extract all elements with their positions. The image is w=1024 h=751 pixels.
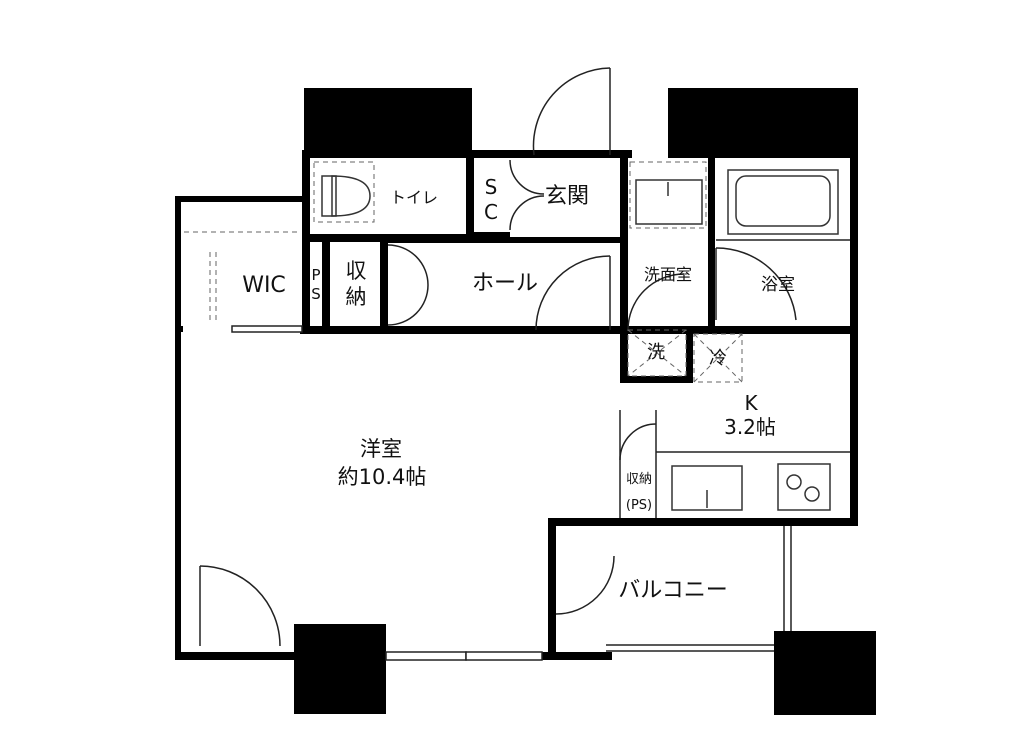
pillar-top-right: [668, 88, 858, 158]
washbasin: [629, 161, 707, 229]
label-fridge: 冷: [709, 348, 727, 369]
label-toilet: トイレ: [390, 188, 438, 207]
pillars: [294, 88, 876, 715]
fixtures: [184, 161, 850, 511]
doors: [199, 67, 797, 647]
label-western-size: 約10.4帖: [338, 465, 427, 489]
stove: [777, 463, 831, 511]
toilet-fixture: [313, 161, 375, 223]
fridge-space: [693, 333, 743, 383]
pillar-bottom-left: [294, 624, 386, 714]
label-hall: ホール: [472, 271, 538, 296]
label-ps-p: P: [311, 266, 320, 284]
label-kitchen-size: 3.2帖: [724, 415, 776, 439]
label-sc-c: C: [484, 200, 498, 224]
washer-space: [627, 329, 687, 377]
windows: [231, 325, 792, 661]
label-kitchen-storage-ps: (PS): [626, 498, 652, 513]
label-storage-1: 収: [346, 259, 367, 283]
label-balcony: バルコニー: [618, 578, 728, 603]
label-washroom: 洗面室: [644, 265, 692, 284]
room-labels: トイレ S C 玄関 洗面室 浴室 WIC P S 収 納 ホール 洗 冷 K …: [242, 175, 795, 603]
label-sc-s: S: [485, 175, 498, 199]
label-storage-2: 納: [346, 285, 367, 309]
pillar-top-left: [304, 88, 472, 158]
walls: [175, 150, 858, 660]
label-kitchen: K: [744, 391, 758, 415]
kitchen-sink: [671, 465, 743, 511]
label-ps-s: S: [311, 285, 321, 303]
pillar-bottom-right: [774, 631, 876, 715]
label-bath: 浴室: [761, 275, 795, 295]
label-entrance: 玄関: [545, 184, 589, 209]
label-western-room: 洋室: [360, 437, 402, 461]
label-wic: WIC: [242, 273, 286, 298]
label-kitchen-storage: 収納: [626, 472, 652, 487]
label-washer: 洗: [647, 342, 665, 363]
bathtub: [727, 169, 839, 235]
